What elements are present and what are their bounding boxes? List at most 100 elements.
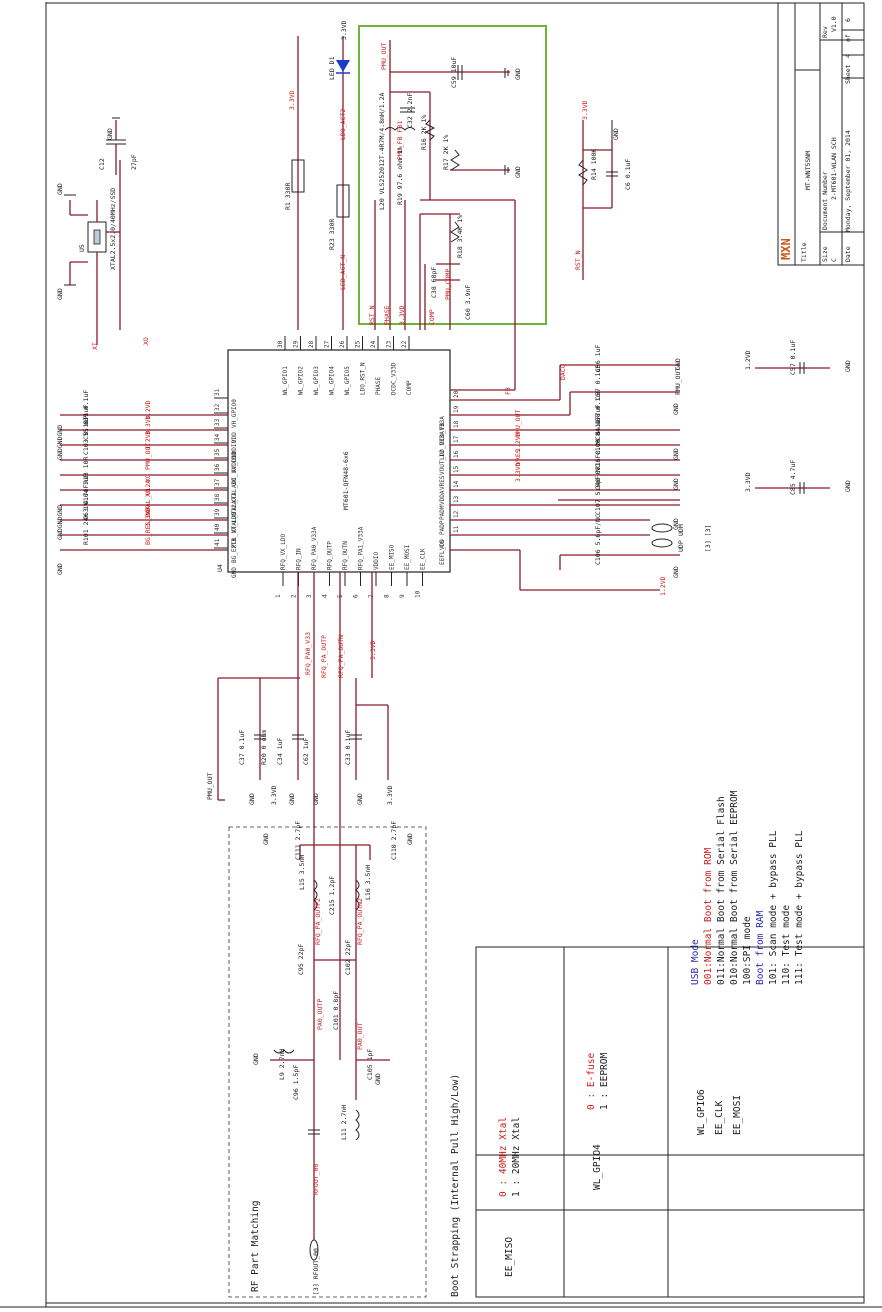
chip-pin-23-name: DCDC_V33D: [391, 362, 398, 395]
net-pmu-comp: PMU_COMP: [444, 269, 452, 300]
net-xo-left: XO: [142, 337, 150, 345]
net-33v-far: 3.3VD: [744, 472, 752, 492]
net-rfq-outp: RFQ_PA_OUTP: [320, 635, 328, 678]
chip-pin-14-num: 14: [453, 480, 460, 488]
chip-pin-33-num: 33: [214, 418, 221, 426]
net-33v-bot2: 3.3VD: [386, 785, 394, 805]
c85-label: C85 4.7uF: [789, 460, 797, 495]
c34-label: C34 1uF: [276, 738, 284, 765]
chip-pin-19-name: DCD_V33A: [439, 416, 446, 445]
gnd-label-pmu1: GND: [514, 68, 522, 80]
gnd-r2: GND: [672, 403, 680, 415]
net-pa-outn: PA0_OUT: [356, 1023, 364, 1050]
chip-pin-39-name: PLL_VX_LDO: [231, 511, 238, 548]
c32-label: C32 2.2nF: [406, 93, 414, 128]
chip-pin-9-num: 9: [399, 594, 406, 598]
boot-row-0-line-0: 0 : 40MHz Xtal: [498, 1117, 509, 1197]
c12-value: 27pF: [130, 154, 138, 170]
net-pmu-out-l: PMU_OUT: [144, 443, 152, 470]
chip-pin-17-num: 17: [453, 435, 460, 443]
c101-label: C101 0.8pF: [332, 991, 340, 1030]
net-pmu-out-r: PMU_OUT: [514, 410, 522, 437]
c33-label: C33 0.1uF: [344, 730, 352, 765]
chip-pin-36-name: XTAL_XO: [231, 477, 238, 503]
chip-pin-27-num: 27: [324, 340, 331, 348]
net-33v-rst: 3.3VD: [581, 100, 589, 120]
boot-row-2-line-5: Boot from RAM: [755, 910, 766, 985]
gnd-r4: GND: [672, 518, 680, 530]
net-bg-res: BG_RES_24K: [144, 506, 152, 545]
chip-pin-29-name: WL_GPIO2: [298, 366, 305, 395]
net-phase-top: PHASE: [383, 305, 391, 325]
rev-label: Rev: [821, 26, 829, 38]
l16-label: L16 3.5nH: [364, 865, 372, 900]
net-pmu-out-bot: PMU_OUT: [206, 773, 214, 800]
chip-pin-12-num: 12: [453, 510, 460, 518]
chip-pin-17-name: VOUT_I2: [439, 449, 446, 475]
net-33v-pmu: 3.3VD: [398, 305, 406, 325]
boot-row-1-pin-0: WL_GPIO4: [592, 1144, 603, 1190]
net-12v-far: 1.2VD: [744, 350, 752, 370]
net-33v-r2: 3.3VD: [514, 462, 522, 482]
led-section: 3.3VD R1 330R R23 330R LED D1 3.3VD LDO_…: [284, 20, 350, 330]
chip-pin-41-num: 41: [214, 538, 221, 546]
chip-pin-10-num: 10: [415, 590, 422, 598]
gnd-r1: GND: [674, 358, 682, 370]
net-33v-bot1: 3.3VD: [270, 785, 278, 805]
c107-label: C107 5.6pF/NC: [594, 464, 602, 515]
r101-label: R101 24K 1%: [82, 502, 90, 545]
r1-label: R1 330R: [284, 183, 292, 210]
l9-label: L9 2.7nH: [278, 1049, 286, 1080]
c58-label: C58 0.1uF: [594, 390, 602, 425]
net-xo-l: XO: [144, 474, 152, 482]
c95-label: C95 22pF: [297, 944, 305, 975]
gnd-label-c12: GND: [106, 128, 114, 140]
chip-pin-23-num: 23: [386, 340, 393, 348]
chip-pin-39-num: 39: [214, 508, 221, 516]
c56-label: C56 1uF: [594, 345, 602, 372]
chip-pin-9-name: EE_MOSI: [404, 544, 411, 570]
gnd-r3: GND: [672, 478, 680, 490]
chip-pin-1-name: RFQ_VX_LDO: [280, 533, 287, 570]
c100-label: C100 0.1uF: [594, 416, 602, 455]
c105-label: C105 1pF: [366, 1049, 374, 1080]
rf-ref: [3] RFOUT_00: [312, 1248, 320, 1295]
chip-pin-3-name: RFQ_PA0_V33A: [311, 526, 318, 570]
chip-pin-18-num: 18: [453, 420, 460, 428]
l11-label: L11 2.7nH: [340, 1105, 348, 1140]
gnd-bot3: GND: [312, 793, 320, 805]
chip-pin-28-name: WL_GPIO3: [313, 366, 320, 395]
chip-pin-11-name: EEFL_CS: [439, 539, 446, 565]
date-label: Date: [844, 246, 852, 262]
c60-label: C60 3.9nF: [464, 285, 472, 320]
r18-label: R18 3.4K 1%: [456, 215, 464, 258]
sheet-label: Sheet: [844, 64, 852, 84]
rf-block-title: RF Part Matching: [250, 1200, 261, 1292]
chip-pin-16-num: 16: [453, 450, 460, 458]
title-label: Title: [800, 242, 808, 262]
l15-label: L15 3.5nH: [298, 855, 306, 890]
net-pmu-out-top: PMU_OUT: [380, 43, 388, 70]
net-ldo-act: LDO_ACT2: [339, 109, 347, 140]
net-vres: VRES: [514, 449, 522, 465]
date-value: Monday, September 01, 2014: [844, 130, 852, 232]
chip-pin-37-num: 37: [214, 478, 221, 486]
chip-pin-4-num: 4: [322, 594, 329, 598]
boot-row-2-pin-1: EE_CLK: [714, 1100, 725, 1135]
r16-label: R16 2K 1%: [420, 115, 428, 150]
u5-value: XTAL2.5x2.0/40MHz/SSD: [109, 188, 117, 270]
gnd-label-xtal1: GND: [56, 183, 64, 195]
boot-row-2-line-7: 110: Test mode: [781, 905, 792, 985]
net-xtal-v12a: XTAL_V12A: [144, 480, 152, 515]
r17-label: R17 2K 1%: [442, 135, 450, 170]
chip-pin-2-name: RFQ_IN: [296, 548, 303, 570]
c102-label: C102 22pF: [344, 940, 352, 975]
c104-label: C104 1uF: [82, 474, 90, 505]
gnd-bot2: GND: [288, 793, 296, 805]
chip-pin-26-num: 26: [339, 340, 346, 348]
left-decoupling: GNDGNDGND GNDGNDGND GND 1.2VD 3.3VD 1.2V…: [56, 390, 228, 575]
chip-pin-38-name: XTAL_V12A: [231, 500, 238, 533]
net-33v-l3: 3.3VD: [144, 507, 152, 527]
chip-pin-12-name: VDD: [439, 539, 446, 550]
chip-pin-6-num: 6: [353, 594, 360, 598]
